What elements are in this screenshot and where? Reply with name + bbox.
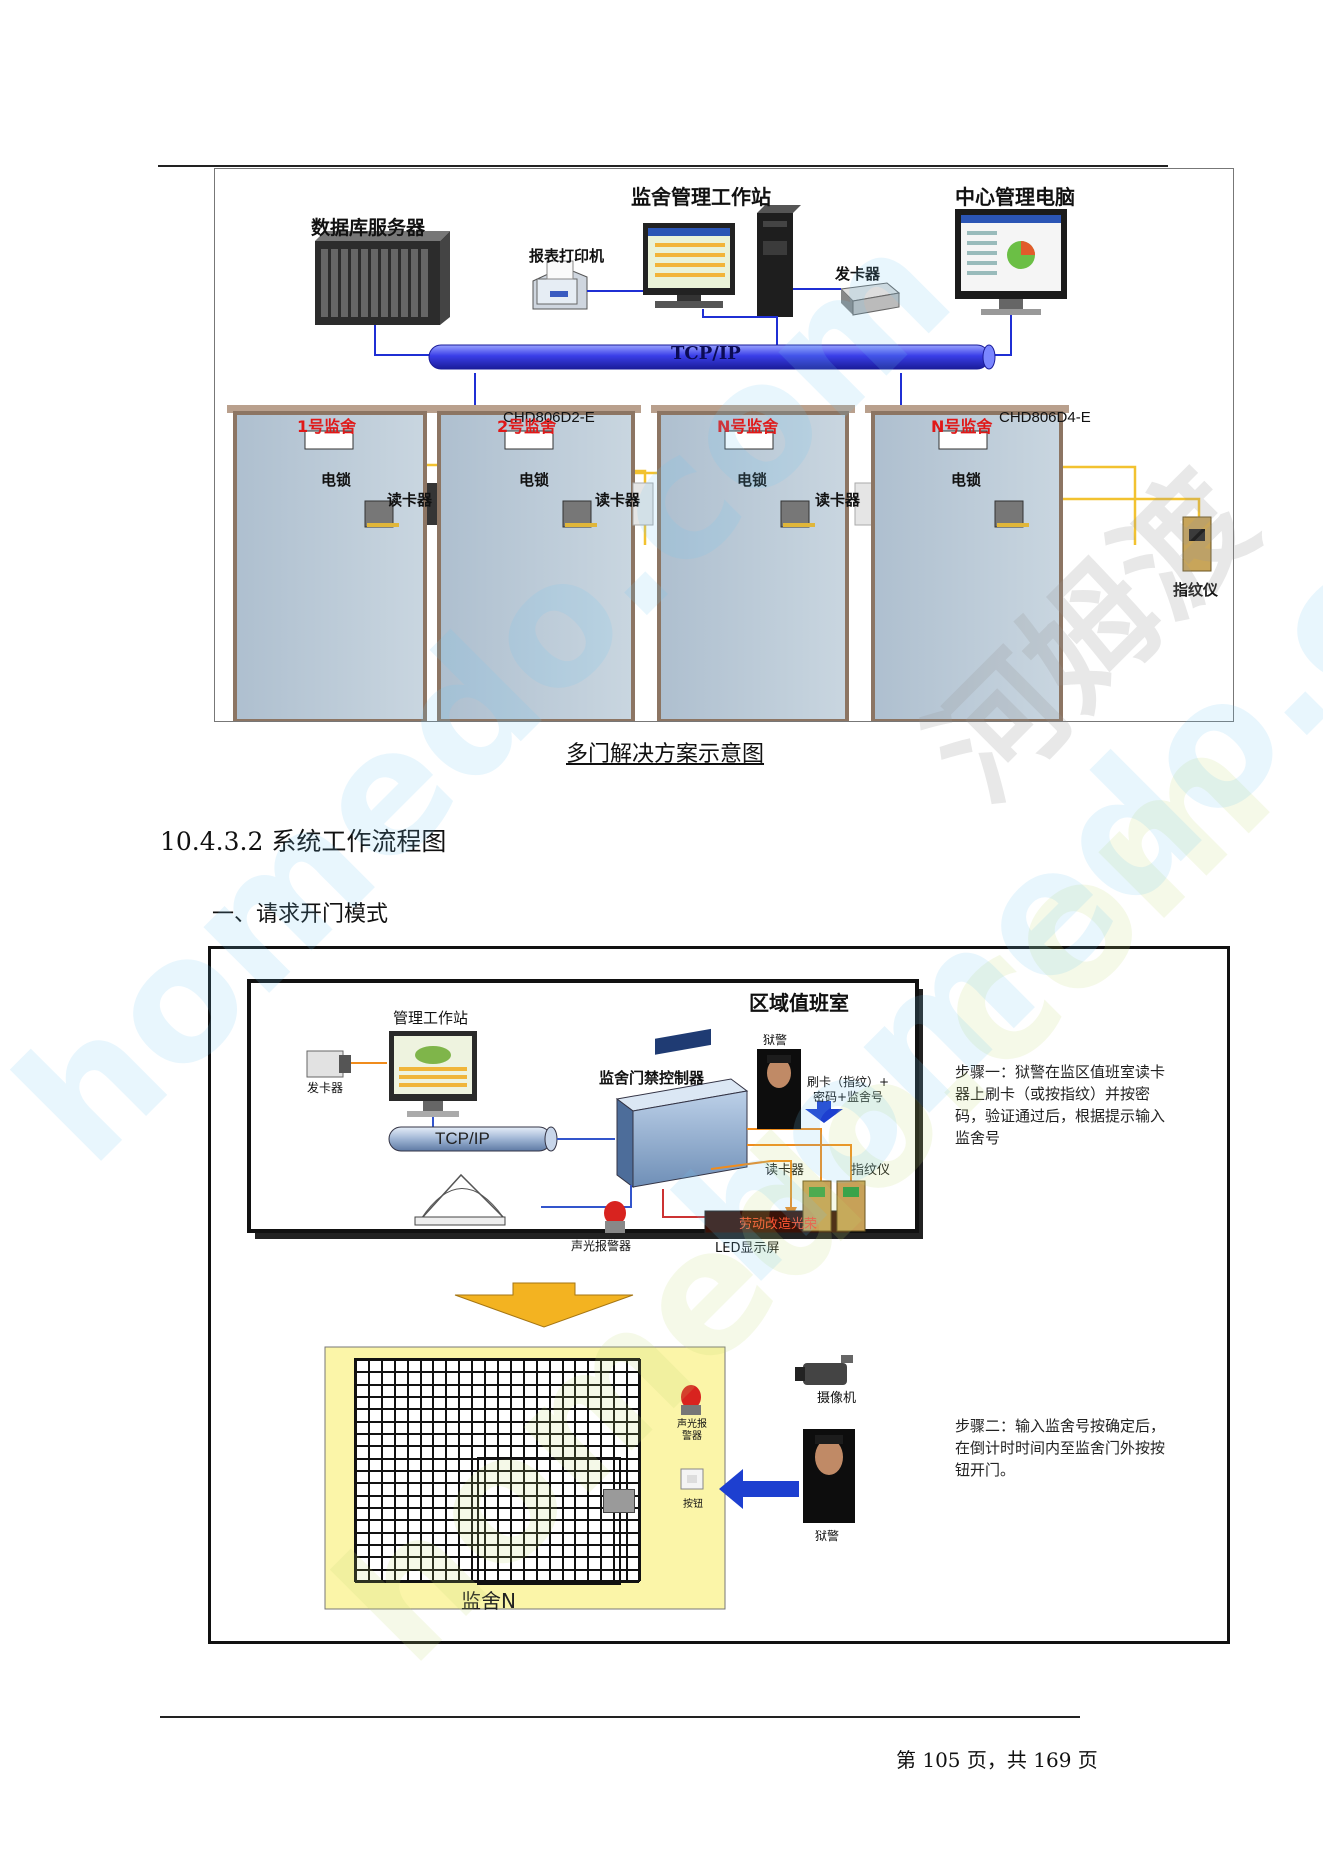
workstation-monitor-icon — [643, 223, 735, 308]
door-3 — [651, 405, 876, 721]
grid-bar-vertical — [639, 1359, 641, 1581]
subheading: 一、请求开门模式 — [212, 902, 389, 927]
label-controller-2: 监舍门禁控制器 — [599, 1069, 705, 1087]
label-center-pc: 中心管理电脑 — [955, 185, 1075, 209]
label-alarm: 声光报警器 — [571, 1239, 632, 1253]
grid-bar-horizontal — [355, 1396, 639, 1398]
grid-bar-horizontal — [355, 1532, 639, 1534]
label-db-server: 数据库服务器 — [311, 217, 426, 239]
door-2 — [431, 405, 654, 721]
step-1-text: 步骤一：狱警在监区值班室读卡器上刷卡（或按指纹）并按密码，验证通过后，根据提示输… — [955, 1063, 1166, 1147]
grid-bar-horizontal — [355, 1408, 639, 1410]
label-controller-2: CHD806D4-E — [999, 409, 1091, 426]
magnetic-door-icon — [414, 1173, 506, 1226]
room-title: 区域值班室 — [749, 991, 849, 1015]
grid-bar-horizontal — [355, 1519, 639, 1521]
label-alarm-small: 声光报 警器 — [677, 1419, 707, 1442]
step-2-text: 步骤二：输入监舍号按确定后，在倒计时时间内至监舍门外按按钮开门。 — [955, 1417, 1166, 1479]
footer-rule — [160, 1716, 1080, 1718]
label-camera: 摄像机 — [817, 1391, 857, 1406]
multi-door-diagram-svg — [227, 205, 1212, 721]
grid-bar-horizontal — [355, 1556, 639, 1558]
door-lock-2 — [603, 1489, 635, 1513]
label-swipe-text: 刷卡（指纹）+ 密码+监舍号 — [807, 1075, 890, 1104]
tcpip-pipe — [428, 344, 996, 370]
door-1-name: 1号监舍 — [297, 417, 357, 436]
alarm-light-icon — [604, 1201, 626, 1233]
section-heading: 10.4.3.2 系统工作流程图 — [160, 827, 447, 856]
grid-bar-horizontal — [355, 1495, 639, 1497]
label-workstation-2: 管理工作站 — [393, 1009, 469, 1027]
label-led: LED显示屏 — [715, 1241, 780, 1256]
label-card-issuer-2: 发卡器 — [307, 1081, 344, 1095]
door-2-name: 2号监舍 — [497, 417, 557, 436]
guard-photo-2 — [803, 1429, 855, 1523]
card-issuer-2-icon — [306, 1050, 351, 1078]
printer-icon — [532, 260, 588, 310]
label-guard-2: 狱警 — [815, 1529, 840, 1543]
door-4 — [865, 405, 1212, 721]
database-server-icon — [315, 231, 450, 325]
figure-caption: 多门解决方案示意图 — [566, 742, 765, 767]
door-3-reader: 读卡器 — [815, 491, 861, 509]
fingerprint-2-icon — [836, 1180, 866, 1232]
grid-bar-horizontal — [355, 1359, 639, 1361]
label-guard-1: 狱警 — [763, 1033, 788, 1047]
label-tcpip-2: TCP/IP — [435, 1129, 490, 1148]
grid-bar-horizontal — [355, 1507, 639, 1509]
door-4-name: N号监舍 — [931, 417, 993, 436]
door-3-lock: 电锁 — [737, 471, 768, 489]
card-issuer-icon — [839, 282, 901, 316]
grid-bar-horizontal — [355, 1470, 639, 1472]
request-open-diagram: 区域值班室 管理工作站 发卡器 TCP/IP 监舍门禁控制器 狱警 刷卡（指纹）… — [208, 946, 1230, 1644]
grid-bar-horizontal — [355, 1458, 639, 1460]
label-workstation: 监舍管理工作站 — [631, 185, 771, 209]
door-1-lock: 电锁 — [321, 471, 352, 489]
label-button: 按钮 — [683, 1499, 703, 1510]
cell-name: 监舍N — [461, 1589, 516, 1613]
label-tcpip: TCP/IP — [671, 343, 741, 364]
header-rule — [158, 165, 1168, 167]
led-text: 劳动改造光荣 — [738, 1217, 817, 1232]
grid-bar-horizontal — [355, 1384, 639, 1386]
controller-box-icon — [615, 1028, 749, 1188]
door-2-lock: 电锁 — [519, 471, 550, 489]
door-4-reader: 指纹仪 — [1173, 581, 1219, 599]
grid-bar-horizontal — [355, 1544, 639, 1546]
grid-bar-horizontal — [355, 1371, 639, 1373]
request-open-diagram-svg — [247, 979, 923, 1610]
camera-icon — [795, 1355, 853, 1385]
label-card-issuer: 发卡器 — [835, 265, 881, 283]
guard-photo-1 — [757, 1049, 801, 1129]
workstation-tower-icon — [757, 205, 801, 317]
push-button-icon — [680, 1468, 704, 1490]
card-reader-2-icon — [802, 1180, 832, 1232]
tcpip-pipe-2 — [388, 1126, 558, 1152]
door-4-lock: 电锁 — [951, 471, 982, 489]
label-printer: 报表打印机 — [529, 247, 605, 265]
grid-bar-horizontal — [355, 1482, 639, 1484]
grid-bar-horizontal — [355, 1581, 639, 1583]
door-1 — [227, 405, 443, 721]
label-fingerprint-2: 指纹仪 — [851, 1163, 891, 1178]
page-number: 第 105 页，共 169 页 — [896, 1748, 1098, 1772]
center-pc-icon — [955, 209, 1067, 315]
grid-bar-horizontal — [355, 1421, 639, 1423]
label-reader-2: 读卡器 — [765, 1163, 805, 1178]
door-2-reader: 读卡器 — [595, 491, 641, 509]
grid-bar-horizontal — [355, 1569, 639, 1571]
door-1-reader: 读卡器 — [387, 491, 433, 509]
alarm-small-icon — [681, 1385, 701, 1415]
multi-door-diagram: 数据库服务器 监舍管理工作站 中心管理电脑 报表打印机 发卡器 TCP/IP C… — [214, 168, 1234, 722]
workstation-2-icon — [389, 1031, 477, 1117]
grid-bar-horizontal — [355, 1445, 639, 1447]
label-controller-1: CHD806D2-E — [503, 409, 595, 426]
door-3-name: N号监舍 — [717, 417, 779, 436]
grid-bar-horizontal — [355, 1433, 639, 1435]
inner-door — [477, 1457, 621, 1585]
cell-grid — [355, 1359, 641, 1583]
